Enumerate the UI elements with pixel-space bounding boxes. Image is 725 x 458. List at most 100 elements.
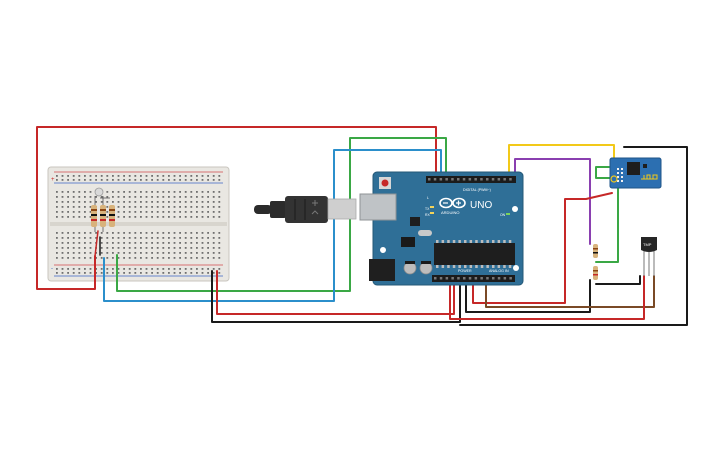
capacitor-2-mark (421, 261, 431, 264)
breadboard-hole (162, 237, 165, 239)
breadboard-hole (95, 201, 97, 203)
breadboard-hole (84, 242, 86, 244)
usb-cable-boot (270, 201, 286, 218)
rgb-led[interactable] (94, 187, 104, 197)
breadboard-hole (184, 232, 187, 234)
wire-brown-sensor[interactable] (485, 275, 655, 308)
breadboard-hole (179, 232, 181, 234)
breadboard-hole (78, 201, 81, 203)
breadboard-hole (95, 268, 97, 270)
wire-blue-breadboard[interactable] (103, 149, 442, 302)
breadboard-hole (106, 268, 109, 270)
power-analog-pin (439, 277, 443, 280)
temperature-sensor[interactable]: TMP (641, 237, 657, 276)
breadboard-hole (162, 206, 165, 208)
wire-red-5v[interactable] (216, 270, 455, 315)
breadboard-hole (201, 196, 204, 198)
chip-pin (452, 240, 456, 243)
breadboard-hole (179, 179, 181, 181)
breadboard-hole (201, 247, 204, 249)
resistor-5[interactable] (593, 266, 598, 280)
breadboard-hole (173, 191, 176, 193)
usb-plug-metal (327, 198, 357, 220)
breadboard-components[interactable] (91, 187, 115, 232)
breadboard-hole (179, 201, 181, 203)
breadboard-hole (140, 252, 142, 254)
breadboard-hole (162, 211, 165, 213)
breadboard-hole (212, 272, 215, 274)
chip-pin (436, 265, 439, 268)
breadboard-hole (179, 237, 181, 239)
breadboard-hole (184, 179, 187, 181)
wire-red-sensor[interactable] (449, 275, 645, 320)
digital-pins (428, 178, 512, 181)
arduino-uno[interactable]: UNO ARDUINO DIGITAL (PWM~) ANALOG IN POW… (359, 171, 524, 286)
wire-black-gnd[interactable] (211, 270, 461, 323)
chip-pin (458, 240, 461, 243)
wire-red-esp[interactable] (472, 192, 613, 304)
breadboard-hole (151, 272, 153, 274)
breadboard-hole (207, 232, 209, 234)
breadboard-hole (190, 201, 193, 203)
breadboard-hole (196, 237, 198, 239)
resistor-1-band (91, 214, 97, 216)
breadboard-hole (78, 242, 81, 244)
breadboard-hole (218, 211, 221, 213)
breadboard-hole (117, 179, 120, 181)
breadboard[interactable]: + - (47, 166, 230, 282)
usb-cable[interactable] (254, 196, 357, 223)
breadboard-hole (128, 237, 131, 239)
breadboard-hole (207, 272, 209, 274)
wire-red-led[interactable] (94, 230, 99, 257)
chip-pin (508, 265, 512, 268)
esp8266-pin (617, 172, 619, 174)
breadboard-hole (184, 237, 187, 239)
breadboard-hole (106, 272, 109, 274)
breadboard-hole (212, 211, 215, 213)
wire-red-top-loop[interactable] (36, 126, 437, 290)
breadboard-hole (140, 191, 142, 193)
breadboard-hole (140, 257, 142, 259)
esp8266-flash (643, 164, 647, 168)
breadboard-hole (201, 179, 204, 181)
breadboard-hole (112, 237, 114, 239)
breadboard-hole (156, 252, 159, 254)
breadboard-hole (56, 175, 58, 177)
esp8266-module[interactable] (609, 157, 662, 189)
breadboard-hole (72, 179, 75, 181)
breadboard-hole (78, 257, 81, 259)
breadboard-hole (168, 257, 170, 259)
breadboard-hole (207, 196, 209, 198)
breadboard-hole (123, 196, 125, 198)
breadboard-hole (184, 191, 187, 193)
power-analog-pin (492, 277, 495, 280)
breadboard-hole (184, 175, 187, 177)
breadboard-hole (112, 196, 114, 198)
breadboard-hole (207, 216, 209, 218)
wire-black-esp[interactable] (459, 146, 688, 326)
resistor-4[interactable] (593, 244, 598, 258)
breadboard-hole (128, 247, 131, 249)
breadboard-hole (134, 252, 137, 254)
power-analog-pin (468, 277, 472, 280)
breadboard-hole (173, 179, 176, 181)
breadboard-hole (151, 191, 153, 193)
breadboard-hole (56, 211, 58, 213)
wire-purple-esp[interactable] (514, 158, 591, 245)
breadboard-hole (123, 211, 125, 213)
wire-yellow-esp[interactable] (508, 144, 615, 179)
wire-black-resistor[interactable] (465, 279, 591, 313)
arduino-usb-jack (359, 193, 397, 221)
wire-black-sensor[interactable] (595, 275, 641, 285)
digital-pin (474, 178, 477, 181)
right-resistors[interactable] (593, 244, 598, 280)
breadboard-hole (78, 196, 81, 198)
breadboard-hole (128, 179, 131, 181)
wire-green-esp[interactable] (595, 166, 619, 263)
breadboard-hole (128, 201, 131, 203)
breadboard-hole (196, 196, 198, 198)
breadboard-hole (84, 175, 86, 177)
breadboard-hole (128, 232, 131, 234)
digital-pin (439, 178, 443, 181)
breadboard-hole (84, 247, 86, 249)
